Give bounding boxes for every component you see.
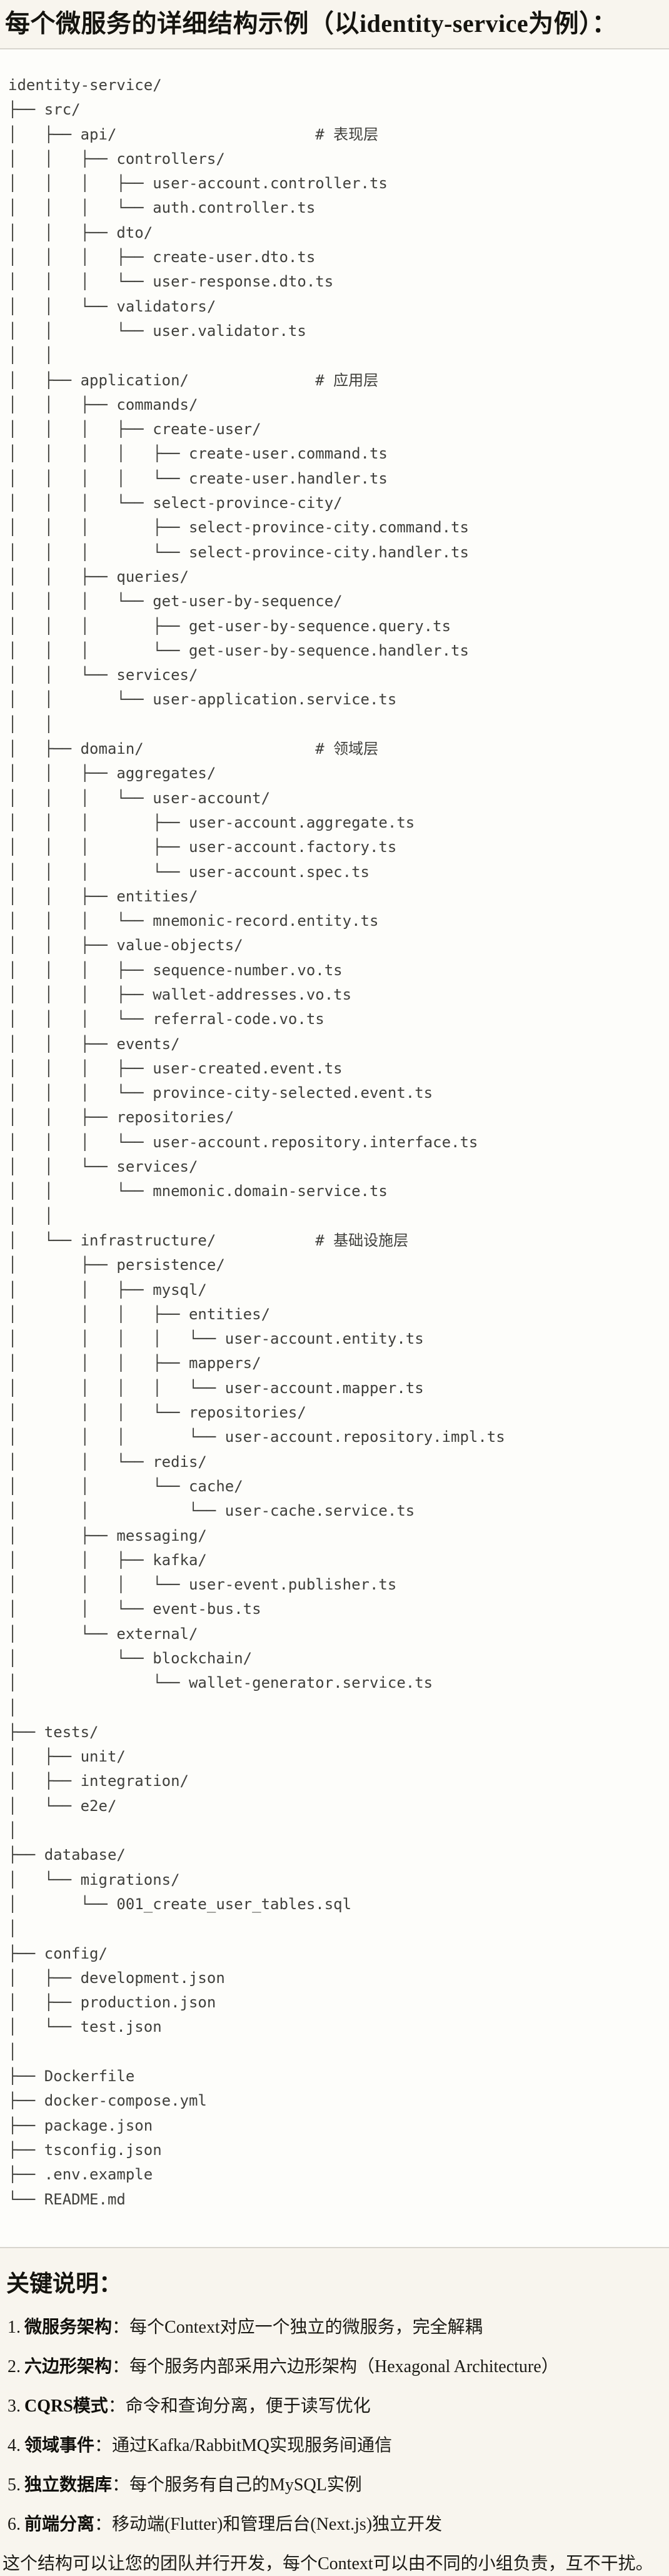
- note-item-label: 独立数据库: [24, 2475, 113, 2495]
- notes-section: 关键说明： 1.微服务架构：每个Context对应一个独立的微服务，完全解耦 2…: [0, 2269, 669, 2576]
- note-item-text: ：命令和查询分离，便于读写优化: [108, 2396, 371, 2416]
- note-item-text: ：移动端(Flutter)和管理后台(Next.js)独立开发: [94, 2514, 443, 2534]
- note-item-text: ：每个服务有自己的MySQL实例: [112, 2475, 362, 2495]
- note-item: 5.独立数据库：每个服务有自己的MySQL实例: [6, 2473, 663, 2497]
- note-item-number: 1.: [8, 2317, 21, 2337]
- code-block: identity-service/ ├── src/ │ ├── api/ # …: [0, 48, 669, 2248]
- page-title: 每个微服务的详细结构示例（以identity-service为例）：: [5, 9, 618, 38]
- note-item-number: 4.: [8, 2435, 21, 2455]
- note-item-number: 3.: [8, 2396, 21, 2416]
- closing-paragraph: 这个结构可以让您的团队并行开发，每个Context可以由不同的小组负责，互不干扰…: [3, 2553, 653, 2573]
- note-item: 4.领域事件：通过Kafka/RabbitMQ实现服务间通信: [6, 2434, 663, 2458]
- note-item-number: 6.: [8, 2514, 21, 2534]
- note-item-label: 六边形架构: [24, 2356, 113, 2376]
- note-item: 1.微服务架构：每个Context对应一个独立的微服务，完全解耦: [6, 2316, 663, 2340]
- note-item-label: CQRS模式: [24, 2396, 108, 2416]
- note-item: 2.六边形架构：每个服务内部采用六边形架构（Hexagonal Architec…: [6, 2355, 663, 2379]
- note-item-number: 5.: [8, 2475, 21, 2495]
- note-item-label: 前端分离: [24, 2514, 95, 2534]
- note-item-text: ：通过Kafka/RabbitMQ实现服务间通信: [94, 2435, 392, 2455]
- notes-heading: 关键说明：: [6, 2271, 122, 2297]
- note-item: 3.CQRS模式：命令和查询分离，便于读写优化: [6, 2395, 663, 2418]
- note-item-label: 微服务架构: [24, 2317, 113, 2337]
- note-item: 6.前端分离：移动端(Flutter)和管理后台(Next.js)独立开发: [6, 2513, 663, 2537]
- note-item-text: ：每个Context对应一个独立的微服务，完全解耦: [112, 2317, 483, 2337]
- note-item-label: 领域事件: [24, 2435, 95, 2455]
- note-item-number: 2.: [8, 2356, 21, 2376]
- file-tree: identity-service/ ├── src/ │ ├── api/ # …: [8, 76, 505, 2208]
- note-item-text: ：每个服务内部采用六边形架构（Hexagonal Architecture）: [112, 2356, 559, 2376]
